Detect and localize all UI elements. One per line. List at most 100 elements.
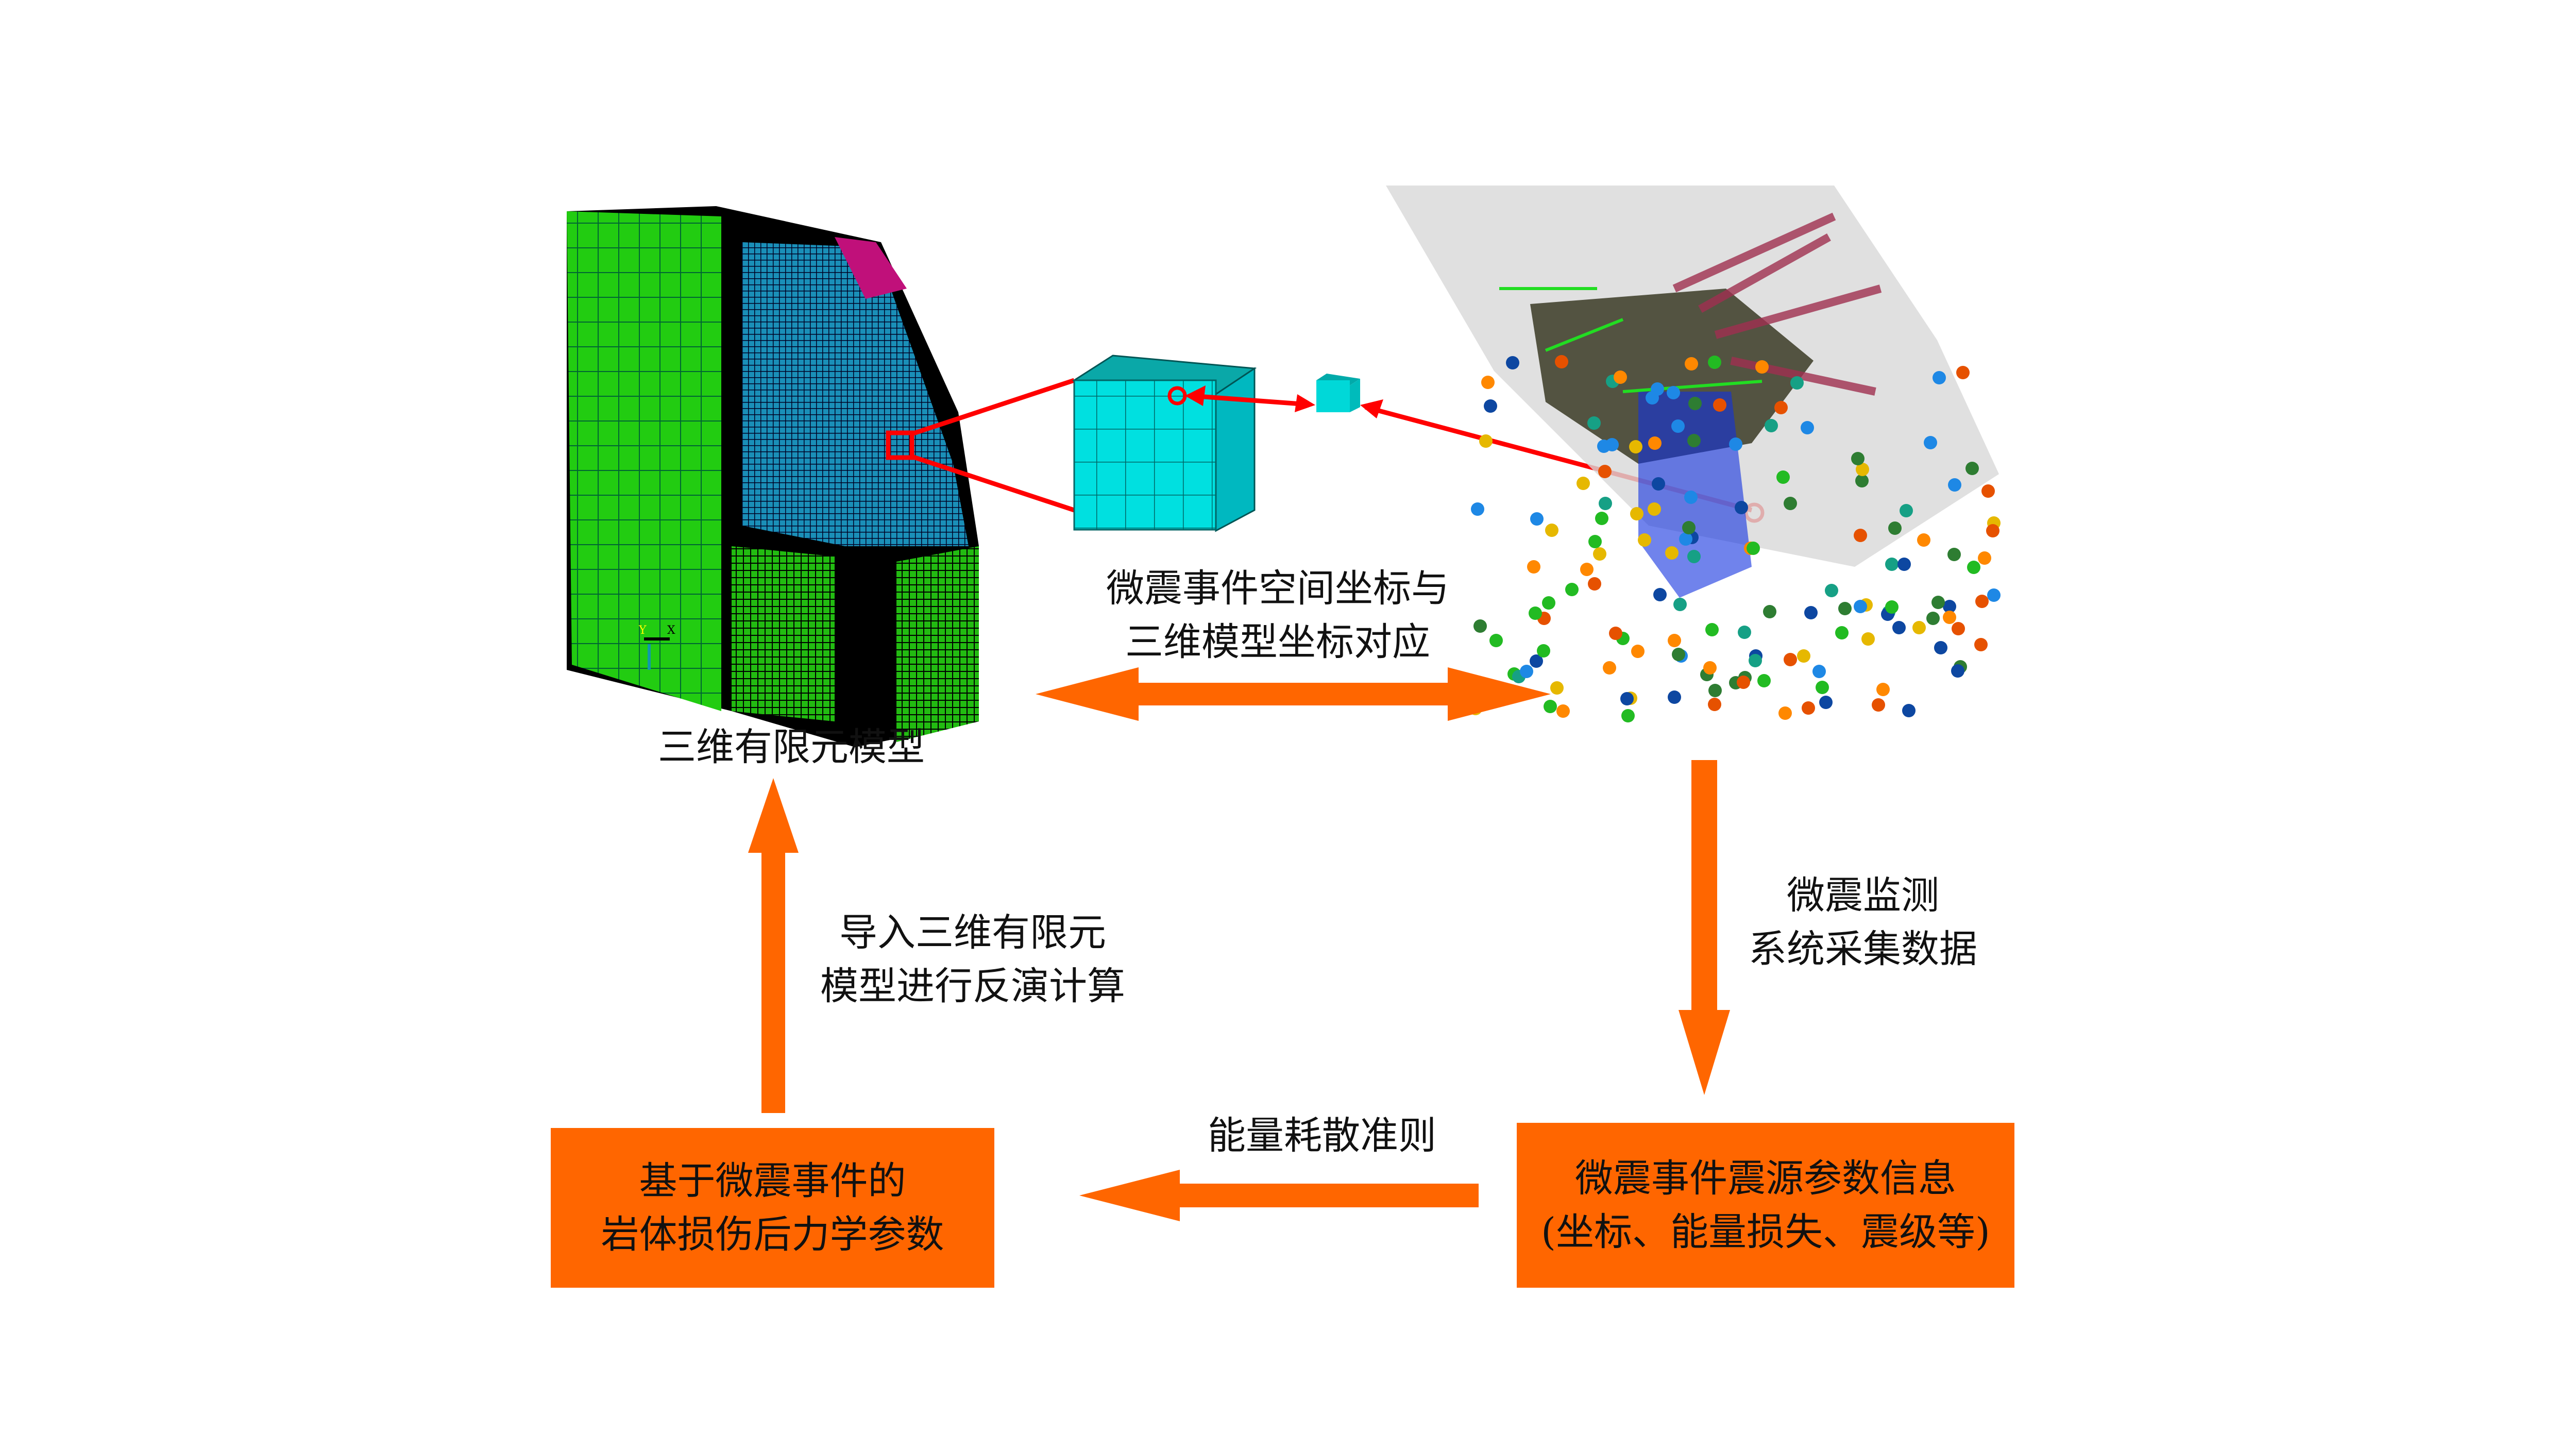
- source-parameters-box: 微震事件震源参数信息 (坐标、能量损失、震级等): [1517, 1123, 2014, 1288]
- event-sphere: [1506, 356, 1519, 369]
- event-sphere: [1876, 683, 1890, 696]
- bidirectional-arrow: [1036, 667, 1551, 721]
- left-arrow: [1079, 1170, 1479, 1221]
- event-sphere: [1948, 478, 1961, 492]
- event-sphere: [1687, 550, 1701, 563]
- event-sphere: [1648, 436, 1662, 450]
- event-sphere: [1804, 606, 1818, 619]
- event-sphere: [1952, 622, 1965, 635]
- event-sphere: [1588, 535, 1602, 548]
- event-sphere: [1861, 632, 1875, 646]
- event-sphere: [1987, 588, 2001, 602]
- event-sphere: [1854, 529, 1867, 542]
- event-sphere: [1621, 709, 1635, 722]
- mapping-label: 微震事件空间坐标与 三维模型坐标对应: [1072, 562, 1484, 669]
- event-sphere: [1816, 681, 1829, 694]
- event-sphere: [1802, 701, 1815, 715]
- event-sphere: [1687, 434, 1701, 447]
- event-sphere: [1530, 512, 1544, 526]
- event-sphere: [1529, 606, 1542, 620]
- event-sphere: [1885, 558, 1899, 571]
- event-sphere: [1550, 681, 1564, 695]
- event-sphere: [1481, 376, 1495, 389]
- event-sphere: [1638, 533, 1651, 547]
- event-sphere: [1673, 598, 1687, 611]
- inversion-label-line1: 导入三维有限元: [839, 911, 1106, 955]
- event-sphere: [1580, 563, 1594, 576]
- event-sphere: [1735, 501, 1748, 514]
- event-sphere: [1489, 634, 1503, 647]
- event-sphere: [1682, 521, 1696, 534]
- event-sphere: [1713, 398, 1726, 412]
- event-sphere: [1778, 706, 1792, 720]
- event-sphere: [1484, 399, 1497, 413]
- event-sphere: [1888, 521, 1902, 535]
- event-sphere: [1527, 560, 1540, 574]
- event-sphere: [1631, 645, 1645, 658]
- event-sphere: [1897, 558, 1911, 571]
- event-sphere: [1856, 463, 1869, 476]
- event-sphere: [1900, 504, 1913, 517]
- event-sphere: [1885, 600, 1899, 614]
- event-sphere: [1975, 595, 1989, 608]
- event-sphere: [1614, 370, 1627, 384]
- event-sphere: [1688, 397, 1702, 410]
- event-sphere: [1556, 704, 1570, 718]
- event-sphere: [1542, 596, 1555, 610]
- source-box-line1: 微震事件震源参数信息: [1575, 1156, 1956, 1201]
- zoom-callout: [886, 378, 1075, 513]
- event-sphere: [1965, 462, 1979, 475]
- microseismic-event-cloud-image: [1386, 186, 2001, 722]
- event-sphere: [1667, 386, 1680, 399]
- damage-box-line2: 岩体损伤后力学参数: [601, 1212, 944, 1257]
- event-sphere: [1784, 497, 1797, 510]
- event-sphere: [1765, 419, 1778, 432]
- element-cube-large: [1072, 355, 1257, 532]
- event-sphere: [1797, 649, 1810, 663]
- down-arrow: [1679, 760, 1730, 1095]
- event-sphere: [1943, 611, 1956, 624]
- event-sphere: [1577, 477, 1590, 490]
- event-sphere: [1684, 491, 1698, 504]
- event-sphere: [1646, 391, 1659, 405]
- event-sphere: [1947, 548, 1961, 561]
- event-sphere: [1924, 436, 1937, 449]
- event-sphere: [1835, 626, 1849, 639]
- monitoring-label: 微震监测 系统采集数据: [1708, 869, 2018, 976]
- event-sphere: [1790, 376, 1804, 390]
- event-sphere: [1838, 602, 1852, 615]
- event-sphere: [1812, 665, 1826, 678]
- event-sphere: [1729, 437, 1742, 451]
- damage-box-line1: 基于微震事件的: [639, 1159, 906, 1203]
- event-sphere: [1967, 561, 1980, 574]
- event-sphere: [1755, 360, 1769, 374]
- event-sphere: [1749, 654, 1762, 667]
- event-sphere: [1537, 644, 1550, 658]
- event-sphere: [1565, 583, 1579, 596]
- event-sphere: [1530, 654, 1543, 668]
- event-sphere: [1595, 512, 1608, 525]
- event-sphere: [1703, 661, 1717, 675]
- event-sphere: [1951, 664, 1964, 678]
- event-sphere: [1520, 665, 1533, 678]
- event-sphere: [1763, 605, 1776, 618]
- event-sphere: [1603, 661, 1616, 675]
- event-sphere: [1708, 684, 1722, 697]
- event-sphere: [1672, 648, 1685, 661]
- event-sphere: [1738, 626, 1751, 639]
- event-sphere: [1784, 653, 1797, 666]
- event-sphere: [1705, 623, 1719, 636]
- monitoring-label-line2: 系统采集数据: [1749, 927, 1977, 971]
- event-sphere: [1912, 621, 1926, 634]
- event-sphere: [1588, 577, 1601, 591]
- event-sphere: [1943, 600, 1956, 613]
- inversion-label: 导入三维有限元 模型进行反演计算: [792, 906, 1153, 1013]
- event-sphere: [1934, 641, 1947, 654]
- event-sphere: [1931, 596, 1945, 609]
- inversion-label-line2: 模型进行反演计算: [820, 964, 1125, 1008]
- event-sphere: [1598, 465, 1612, 478]
- fe-model-label: 三维有限元模型: [658, 725, 925, 769]
- event-sphere: [1593, 547, 1606, 561]
- criterion-label: 能量耗散准则: [1208, 1114, 1436, 1158]
- event-sphere: [1774, 401, 1788, 414]
